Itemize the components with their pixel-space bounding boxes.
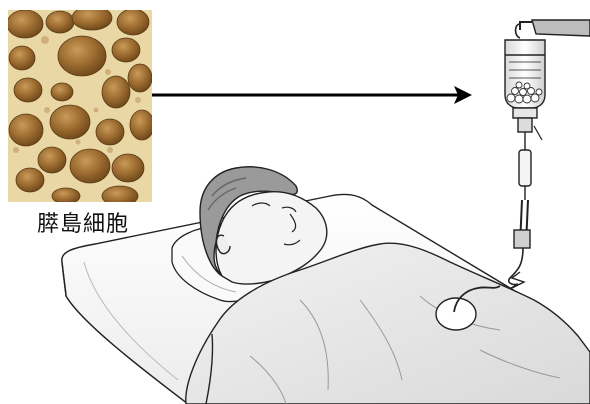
islet-cell-micrograph [7,6,154,206]
right-arrow [152,86,472,104]
iv-drip-bag-icon [494,20,590,292]
islet-cells-label: 膵島細胞 [10,206,156,238]
